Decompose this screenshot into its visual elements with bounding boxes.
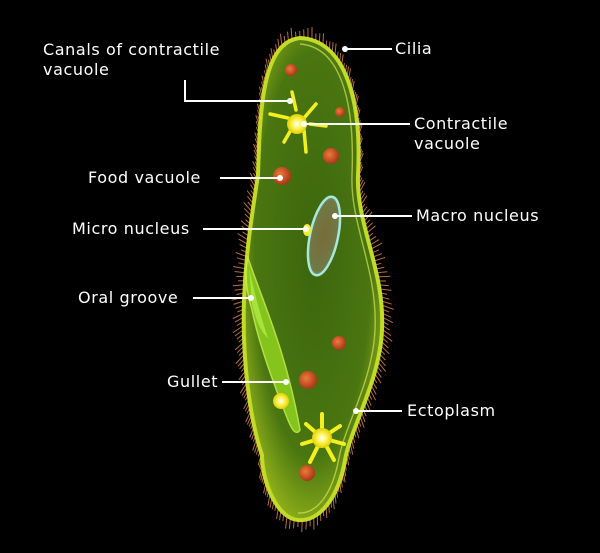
leader-lines bbox=[184, 48, 412, 412]
cilium bbox=[370, 242, 383, 250]
label-food-vacuole: Food vacuole bbox=[88, 168, 201, 187]
anterior-contractile-vacuole bbox=[268, 90, 328, 154]
posterior-contractile-vacuole bbox=[300, 412, 346, 464]
label-canals-of-contractile-vacuole: Canals of contractile vacuole bbox=[43, 40, 221, 79]
cilium bbox=[373, 257, 386, 262]
label-contractile-vacuole: Contractile vacuole bbox=[414, 114, 509, 153]
label-ectoplasm: Ectoplasm bbox=[407, 401, 496, 420]
oral-groove bbox=[249, 268, 268, 338]
label-micro-nucleus: Micro nucleus bbox=[72, 219, 190, 238]
gullet bbox=[245, 255, 301, 434]
cell-body-ectoplasm bbox=[241, 35, 385, 523]
label-gullet: Gullet bbox=[167, 372, 219, 391]
gullet-vacuole bbox=[273, 393, 289, 409]
cilium bbox=[232, 284, 245, 287]
leader-dots bbox=[248, 46, 359, 414]
cilium bbox=[377, 275, 391, 278]
label-oral-groove: Oral groove bbox=[78, 288, 179, 307]
label-macro-nucleus: Macro nucleus bbox=[416, 206, 540, 225]
cilium bbox=[233, 266, 246, 270]
label-cilia: Cilia bbox=[395, 39, 433, 58]
